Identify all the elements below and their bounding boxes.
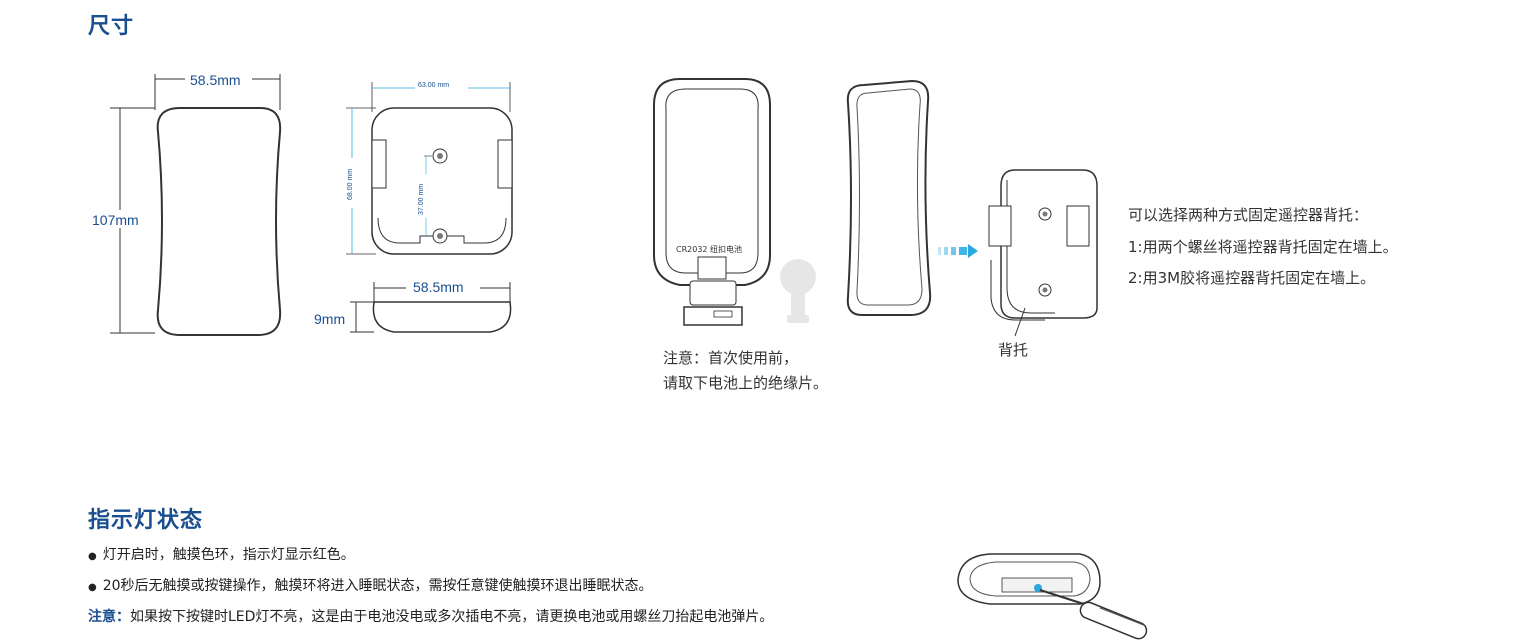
side-view-drawing [350, 282, 512, 333]
mount-plate-drawing [988, 169, 1098, 337]
screwdriver-drawing [957, 553, 1148, 640]
indicator-note: 注意：如果按下按键时LED灯不亮，这是由于电池没电或多次插电不亮，请更换电池或用… [88, 609, 774, 625]
battery-label: CR2032 纽扣电池 [676, 245, 743, 254]
side-width-label: 58.5mm [413, 279, 464, 295]
mount-text-title: 可以选择两种方式固定遥控器背托： [1128, 206, 1369, 224]
front-view-drawing [110, 74, 282, 336]
side-thickness-label: 9mm [314, 311, 346, 327]
front-height-label: 107mm [92, 212, 139, 228]
back-height-label: 68.00 mm [347, 168, 354, 200]
bullet-dot-icon: ● [88, 551, 97, 562]
front-width-label: 58.5mm [190, 72, 241, 88]
battery-note-line2: 请取下电池上的绝缘片。 [663, 374, 829, 392]
battery-note-line1: 注意：首次使用前， [663, 349, 799, 367]
indicator-bullet-1: ●灯开启时，触摸色环，指示灯显示红色。 [88, 547, 355, 563]
mount-option-1: 1:用两个螺丝将遥控器背托固定在墙上。 [1128, 238, 1398, 256]
hole-spacing-label: 37.00 mm [418, 183, 425, 215]
back-width-label: 63.00 mm [418, 82, 450, 89]
size-section-title: 尺寸 [88, 14, 135, 39]
remote-back-drawing [846, 79, 932, 316]
mount-label: 背托 [998, 341, 1029, 359]
bullet-dot-icon: ● [88, 582, 97, 593]
indicator-section-title: 指示灯状态 [88, 508, 204, 533]
mount-option-2: 2:用3M胶将遥控器背托固定在墙上。 [1128, 269, 1376, 287]
indicator-bullet-2: ●20秒后无触摸或按键操作，触摸环将进入睡眠状态，需按任意键使触摸环退出睡眠状态… [88, 578, 653, 594]
back-view-drawing [346, 82, 513, 255]
battery-drawing [653, 78, 816, 326]
mount-arrow-icon [938, 244, 978, 258]
